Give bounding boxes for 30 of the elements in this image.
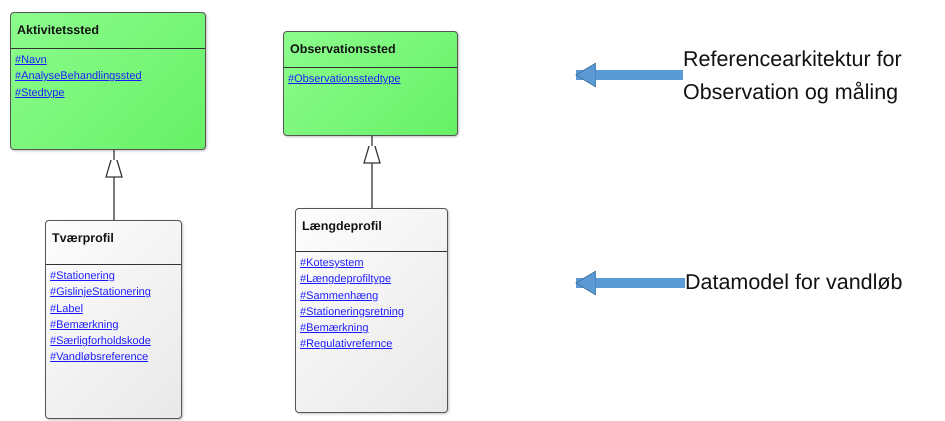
class-name: Aktivitetssted (17, 23, 99, 37)
attribute-link: #AnalyseBehandlingssted (15, 69, 142, 84)
attribute-link: #Længdeprofiltype (300, 272, 392, 288)
attribute-link: #Særligforholdskode (50, 334, 151, 350)
attribute-link: #Bemærkning (300, 321, 368, 336)
attribute-link: #Bemærkning (50, 318, 118, 333)
class-box (45, 220, 182, 419)
attribute-link: #Stationeringsretning (300, 304, 404, 320)
attribute-link: #GislinjeStationering (50, 285, 151, 300)
block-arrow (576, 62, 683, 88)
class-box (10, 12, 206, 150)
class-name: Observationssted (290, 42, 396, 56)
note-text: Referencearkitektur for Observation og måling (683, 47, 902, 104)
class-name: Længdeprofil (302, 219, 382, 233)
attribute-link: #Observationsstedtype (288, 72, 401, 87)
attribute-link: #Kotesystem (300, 256, 364, 271)
inheritance-arrow (105, 149, 123, 220)
class-name: Tværprofil (52, 231, 114, 245)
note-text: Datamodel for vandløb (685, 270, 902, 294)
class-box (283, 31, 458, 136)
class-box (295, 208, 448, 413)
attribute-link: #Stedtype (15, 86, 65, 101)
attribute-link: #Regulativrefernce (300, 337, 392, 352)
attribute-link: #Sammenhæng (300, 288, 378, 304)
attribute-link: #Stationering (50, 269, 115, 284)
attribute-link: #Navn (15, 53, 47, 68)
inheritance-arrow (363, 135, 381, 208)
block-arrow (576, 270, 685, 296)
attribute-link: #Label (50, 302, 84, 317)
attribute-link: #Vandløbsreference (50, 350, 148, 366)
